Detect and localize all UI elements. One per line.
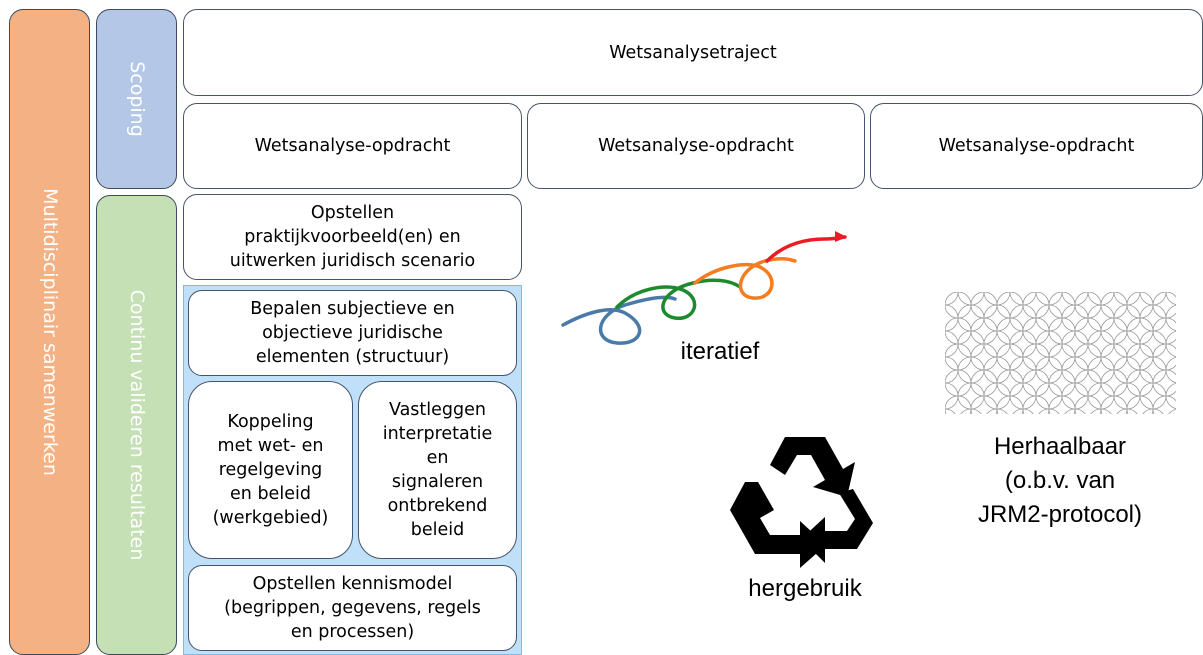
column-scoping: Scoping (96, 9, 177, 189)
iterative-caption: iteratief (680, 338, 760, 365)
repeat-pattern-icon (945, 292, 1176, 414)
step-record-interpretation-label: Vastleggen interpretatie en signaleren o… (382, 400, 493, 540)
step-link-legislation: Koppeling met wet- en regelgeving en bel… (188, 381, 353, 559)
step-practice-examples-label: Opstellen praktijkvoorbeeld(en) en uitwe… (229, 203, 476, 271)
assignment-label-2: Wetsanalyse-opdracht (598, 136, 794, 156)
step-legal-elements: Bepalen subjectieve en objectieve juridi… (188, 290, 517, 376)
step-record-interpretation: Vastleggen interpretatie en signaleren o… (358, 381, 517, 559)
iterative-loop-icon (561, 231, 847, 345)
column-validate: Continu valideren resultaten (96, 195, 177, 655)
column-scoping-label: Scoping (125, 61, 148, 137)
trajectory-box: Wetsanalysetraject (183, 9, 1203, 96)
assignment-box-3: Wetsanalyse-opdracht (870, 103, 1203, 189)
assignment-label-3: Wetsanalyse-opdracht (938, 136, 1135, 156)
assignment-box-2: Wetsanalyse-opdracht (527, 103, 865, 189)
assignment-label-1: Wetsanalyse-opdracht (254, 136, 451, 156)
step-link-legislation-label: Koppeling met wet- en regelgeving en bel… (212, 412, 329, 528)
column-multidisciplinary: Multidisciplinair samenwerken (9, 9, 90, 655)
step-knowledge-model-label: Opstellen kennismodel (begrippen, gegeve… (224, 574, 481, 642)
recycle-icon (730, 437, 873, 568)
repeatable-caption: Herhaalbaar (o.b.v. van JRM2-protocol) (977, 433, 1143, 528)
trajectory-label: Wetsanalysetraject (609, 42, 777, 63)
step-legal-elements-label: Bepalen subjectieve en objectieve juridi… (250, 299, 455, 367)
step-knowledge-model: Opstellen kennismodel (begrippen, gegeve… (188, 565, 517, 651)
step-practice-examples: Opstellen praktijkvoorbeeld(en) en uitwe… (183, 194, 522, 280)
reuse-caption: hergebruik (748, 575, 862, 602)
assignment-box-1: Wetsanalyse-opdracht (183, 103, 522, 189)
column-validate-label: Continu valideren resultaten (125, 289, 148, 561)
column-multidisciplinary-label: Multidisciplinair samenwerken (38, 188, 61, 476)
